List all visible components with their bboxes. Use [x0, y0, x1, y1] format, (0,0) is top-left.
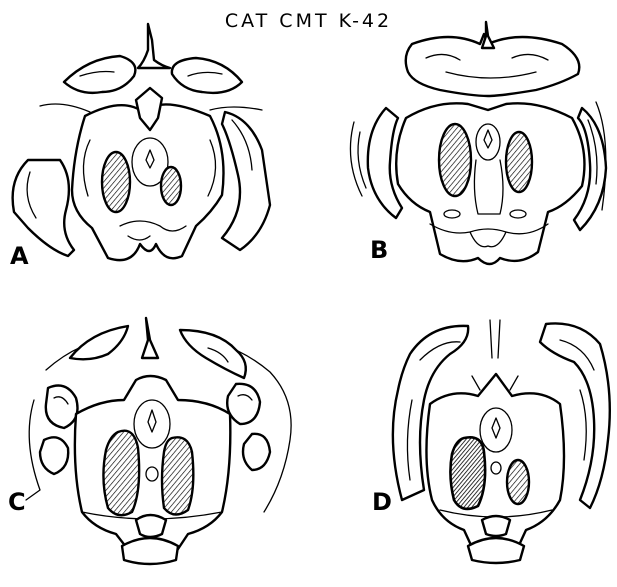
section-a-top-stalk	[138, 24, 170, 68]
section-d-lesion-left	[450, 437, 485, 509]
section-c-lesion-right	[162, 437, 193, 514]
section-d	[393, 320, 610, 563]
section-a-right-wing	[172, 58, 242, 93]
section-c-top-stalk	[142, 318, 158, 358]
panel-label-d: D	[372, 488, 392, 516]
section-c-left-wing	[70, 326, 128, 359]
panel-label-a: A	[10, 242, 29, 270]
section-a-right-side-tissue	[222, 112, 270, 250]
panel-label-c: C	[8, 488, 26, 516]
section-a	[13, 24, 270, 260]
section-a-lesion-left	[102, 152, 130, 212]
panel-label-b: B	[370, 236, 388, 264]
section-a-lesion-right	[161, 167, 181, 205]
section-b-lesion-right	[506, 132, 532, 192]
section-c-lesion-left	[103, 431, 139, 515]
section-b	[350, 22, 606, 264]
section-d-lesion-right	[507, 460, 529, 504]
section-d-top-stalk	[490, 320, 500, 358]
section-c	[26, 318, 291, 564]
section-a-left-wing	[64, 56, 135, 93]
section-c-right-wing	[180, 330, 246, 378]
section-b-lesion-left	[439, 124, 471, 196]
